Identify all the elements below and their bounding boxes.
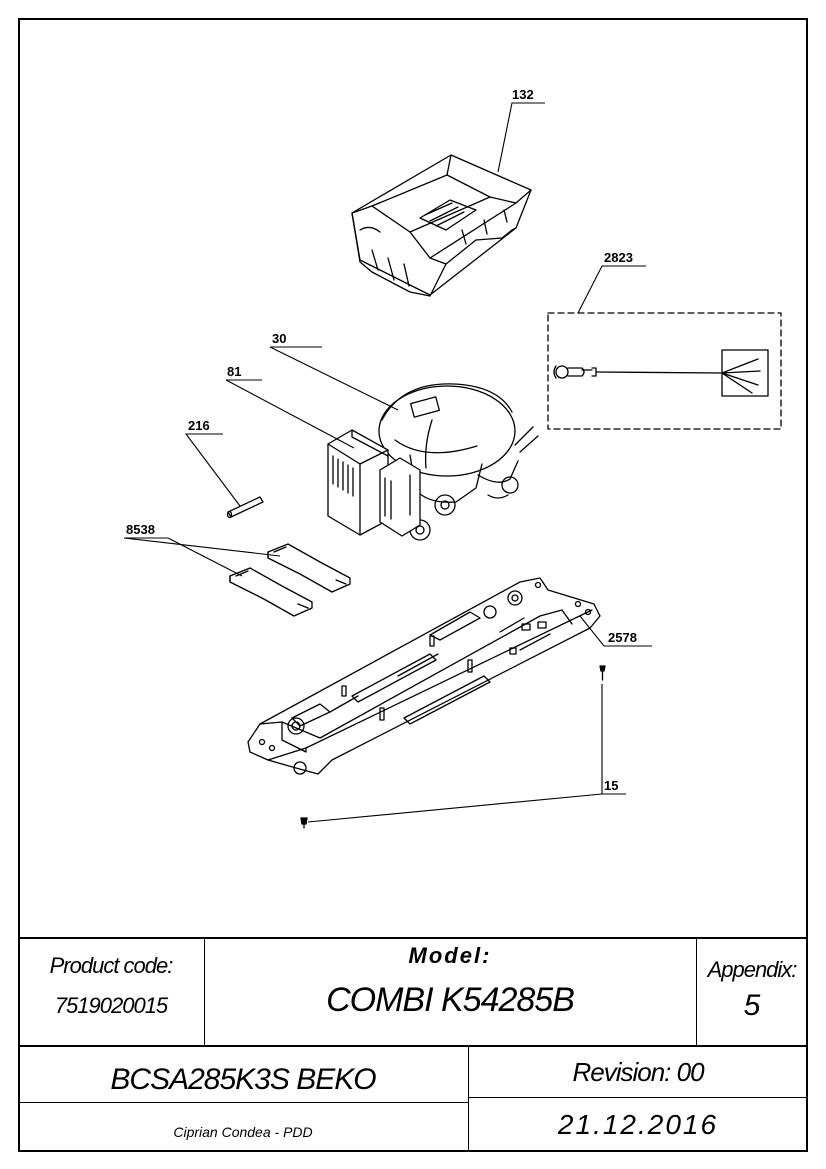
revision-cell: Revision: 00 — [468, 1045, 808, 1097]
appendix-value: 5 — [743, 989, 761, 1022]
title-block-left-divider — [18, 1102, 468, 1103]
part-2823-power-cord — [547, 312, 782, 430]
callout-81: 81 — [227, 364, 242, 379]
part-30-compressor — [378, 383, 539, 541]
leader-lines — [123, 102, 652, 823]
part-81-electrical-box — [327, 429, 421, 537]
author: Ciprian Condea - PDD — [173, 1124, 313, 1140]
callout-30: 30 — [272, 331, 287, 346]
revision: Revision: 00 — [572, 1057, 704, 1087]
model-value: COMBI K54285B — [326, 981, 575, 1019]
part-2578-base-plate — [247, 577, 601, 775]
product-name-cell: BCSA285K3S BEKO — [18, 1045, 468, 1102]
drawing-frame — [18, 18, 808, 1152]
product-name: BCSA285K3S BEKO — [110, 1063, 376, 1096]
model-cell: Model: COMBI K54285B — [204, 937, 696, 1045]
callout-132: 132 — [512, 87, 534, 102]
title-block-right-divider — [468, 1097, 808, 1098]
title-block-mid-line — [18, 1045, 808, 1047]
callout-2578: 2578 — [608, 630, 637, 645]
part-15-screws — [300, 665, 606, 829]
appendix-label: Appendix: — [707, 957, 798, 982]
model-label: Model: — [408, 943, 492, 968]
title-block-vline-2 — [696, 937, 697, 1045]
callout-8538: 8538 — [126, 522, 155, 537]
author-cell: Ciprian Condea - PDD — [18, 1102, 468, 1152]
title-block-vline-3 — [468, 1045, 469, 1152]
date-cell: 21.12.2016 — [468, 1097, 808, 1152]
product-code-label: Product code: — [49, 953, 174, 978]
product-code-cell: Product code: 7519020015 — [18, 937, 204, 1045]
part-216-pin — [226, 496, 264, 519]
appendix-cell: Appendix: 5 — [696, 937, 808, 1045]
title-block-vline-1 — [204, 937, 205, 1045]
callout-216: 216 — [188, 418, 210, 433]
part-8538-strips — [229, 543, 351, 617]
date: 21.12.2016 — [557, 1109, 719, 1140]
callout-15: 15 — [604, 778, 619, 793]
title-block-top-line — [18, 937, 808, 939]
part-132-tray — [351, 154, 532, 297]
callout-2823: 2823 — [604, 250, 633, 265]
product-code-value: 7519020015 — [54, 993, 168, 1018]
